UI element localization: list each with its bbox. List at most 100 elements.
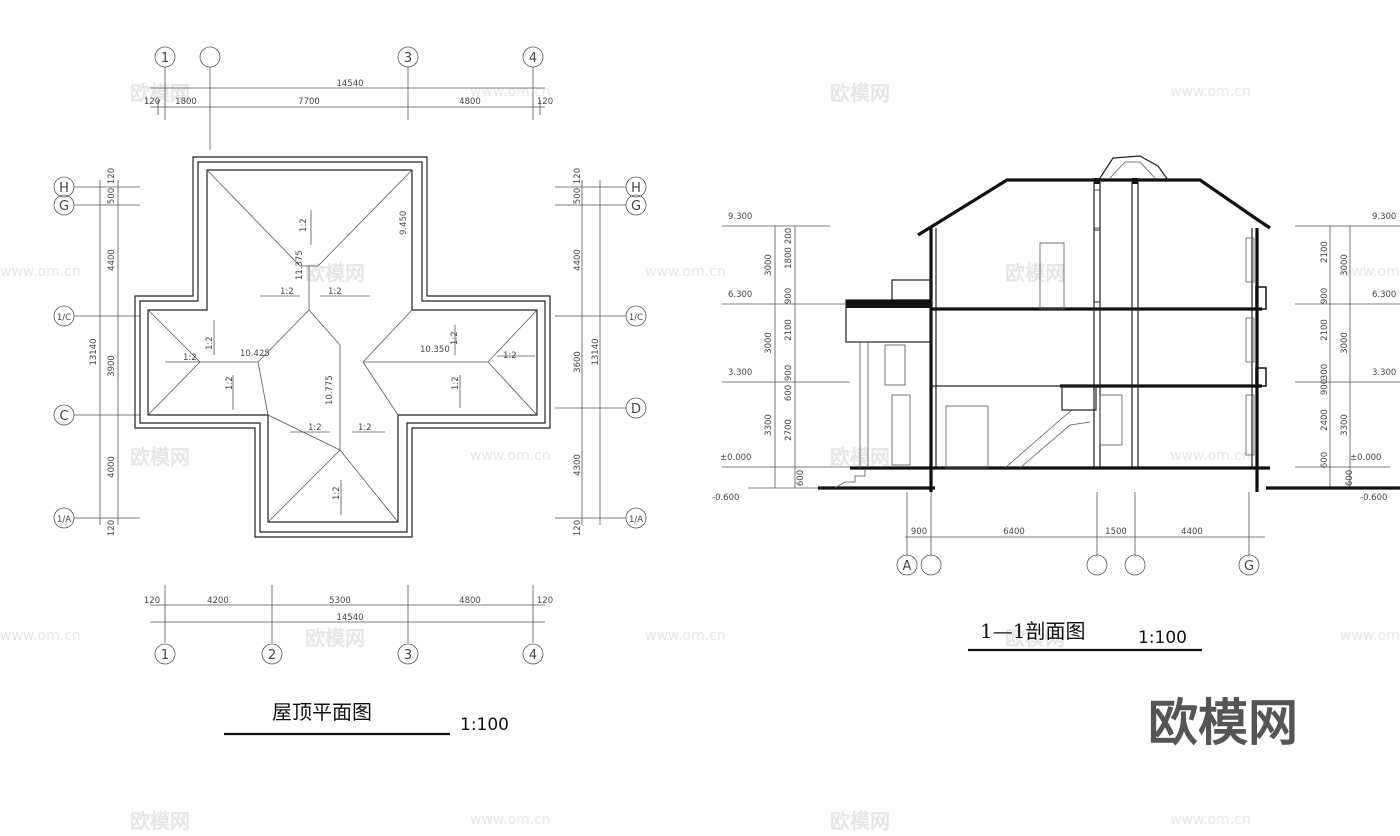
dim-value: 2100 (784, 319, 794, 341)
dim-value: 6400 (1003, 527, 1025, 537)
dim-value: 4200 (207, 596, 229, 606)
watermark-brand: 欧模网 (1005, 626, 1065, 650)
watermark-brand: 欧模网 (830, 81, 890, 105)
dim-value: 2100 (1320, 319, 1330, 341)
dim-value: 3300 (1340, 414, 1350, 436)
slope-label: 1:2 (332, 486, 342, 500)
level-label: 3.300 (728, 368, 752, 378)
section-bottom-grid: 900 6400 1500 4400 A G (896, 492, 1265, 576)
dim-value: 600 (1345, 470, 1355, 486)
grid-label: 4 (529, 51, 537, 66)
watermark-brand: 欧模网 (830, 809, 890, 833)
roof-plan-title-block: 屋顶平面图 1:100 (224, 700, 509, 736)
watermark-brand: 欧模网 (130, 809, 190, 833)
watermark-url: www.om.cn (1170, 84, 1251, 100)
dim-value: 5300 (329, 596, 351, 606)
roof-plan-scale: 1:100 (460, 715, 509, 735)
roof-plan: 1 3 4 14540 120 1800 7700 4800 120 (53, 46, 647, 736)
dim-value: 120 (107, 168, 117, 184)
grid-bubble (1238, 554, 1260, 576)
grid-bubble (1086, 554, 1108, 576)
dim-value: 3000 (1340, 332, 1350, 354)
dim-value: 4300 (573, 454, 583, 476)
dim-value: 3000 (1340, 254, 1350, 276)
grid-label: 1/C (57, 313, 71, 323)
dim-value: 600 (784, 385, 794, 401)
grid-label: 4 (529, 648, 537, 663)
grid-label: H (631, 181, 641, 196)
roof-outline (134, 156, 551, 538)
slope-label: 1:2 (183, 353, 197, 363)
watermark-logo: 欧模网 (1148, 694, 1298, 752)
elevation-label: 10.350 (420, 345, 450, 355)
dim-value: 200 (784, 228, 794, 244)
slope-label: 1:2 (205, 336, 215, 350)
grid-bubble (522, 643, 544, 665)
dim-value: 3000 (764, 254, 774, 276)
dim-value: 1500 (1105, 527, 1127, 537)
dim-value: 4400 (1181, 527, 1203, 537)
level-label: -0.600 (1360, 493, 1387, 503)
level-label: 9.300 (728, 212, 752, 222)
dim-value: 900 (911, 527, 927, 537)
grid-bubble (397, 643, 419, 665)
slope-label: 1:2 (450, 331, 460, 345)
grid-label: 1 (161, 648, 169, 663)
watermarks: 欧模网 www.om.cn 欧模网 www.om.cn www.om.cn 欧模… (0, 81, 1400, 833)
level-label: -0.600 (712, 493, 739, 503)
grid-label: 1/A (629, 515, 643, 525)
watermark-url: www.om.cn (470, 812, 551, 828)
section-building (818, 155, 1400, 492)
grid-label: 1/A (57, 515, 71, 525)
grid-label: 3 (404, 51, 412, 66)
dim-value: 4800 (459, 97, 481, 107)
dim-value: 300 (1320, 364, 1330, 380)
grid-bubble (896, 554, 918, 576)
slope-label: 1:2 (503, 351, 517, 361)
level-label: ±0.000 (720, 453, 751, 463)
watermark-brand: 欧模网 (305, 261, 365, 285)
grid-bubble (261, 643, 283, 665)
dim-value: 120 (537, 97, 553, 107)
elevation-label: 10.425 (240, 349, 270, 359)
level-label: 9.300 (1372, 212, 1396, 222)
slope-label: 1:2 (308, 423, 322, 433)
slope-label: 1:2 (280, 287, 294, 297)
grid-label: H (59, 181, 69, 196)
grid-label: 2 (268, 648, 276, 663)
dim-value: 4400 (107, 249, 117, 271)
grid-label: D (631, 402, 641, 417)
section-scale: 1:100 (1138, 628, 1187, 648)
roof-top-dimensions: 14540 120 1800 7700 4800 120 (144, 79, 553, 115)
watermark-brand: 欧模网 (1005, 261, 1065, 285)
watermark-brand: 欧模网 (305, 626, 365, 650)
dim-value: 900 (1320, 379, 1330, 395)
dim-value: 600 (796, 470, 806, 486)
dim-value: 500 (107, 188, 117, 204)
grid-label: 1/C (629, 313, 643, 323)
elevation-label: 9.450 (399, 211, 409, 235)
slope-label: 1:2 (451, 376, 461, 390)
dim-total: 14540 (336, 79, 363, 89)
level-label: 3.300 (1372, 368, 1396, 378)
dim-value: 2400 (1320, 409, 1330, 431)
dim-total: 13140 (89, 338, 99, 365)
level-label: 6.300 (728, 290, 752, 300)
grid-bubble (154, 643, 176, 665)
dim-value: 3900 (107, 355, 117, 377)
dim-value: 500 (573, 188, 583, 204)
section-right-levels: 9.300 6.300 3.300 ±0.000 -0.600 2100 300… (1295, 212, 1400, 503)
watermark-url: www.om.cn (1340, 264, 1400, 280)
grid-bubble (920, 554, 942, 576)
slope-label: 1:2 (299, 218, 309, 232)
elevation-label: 11.375 (295, 250, 305, 280)
roof-plan-title: 屋顶平面图 (272, 700, 372, 724)
section-title: 1—1剖面图 (980, 619, 1085, 643)
roof-right-grid: H G 1/C D 1/A 13140 120 500 4400 3600 43… (555, 168, 647, 536)
watermark-url: www.om.cn (1170, 812, 1251, 828)
dim-value: 120 (144, 97, 160, 107)
slope-label: 1:2 (358, 423, 372, 433)
section-title-block: 1—1剖面图 1:100 (968, 619, 1202, 652)
dim-value: 1800 (175, 97, 197, 107)
